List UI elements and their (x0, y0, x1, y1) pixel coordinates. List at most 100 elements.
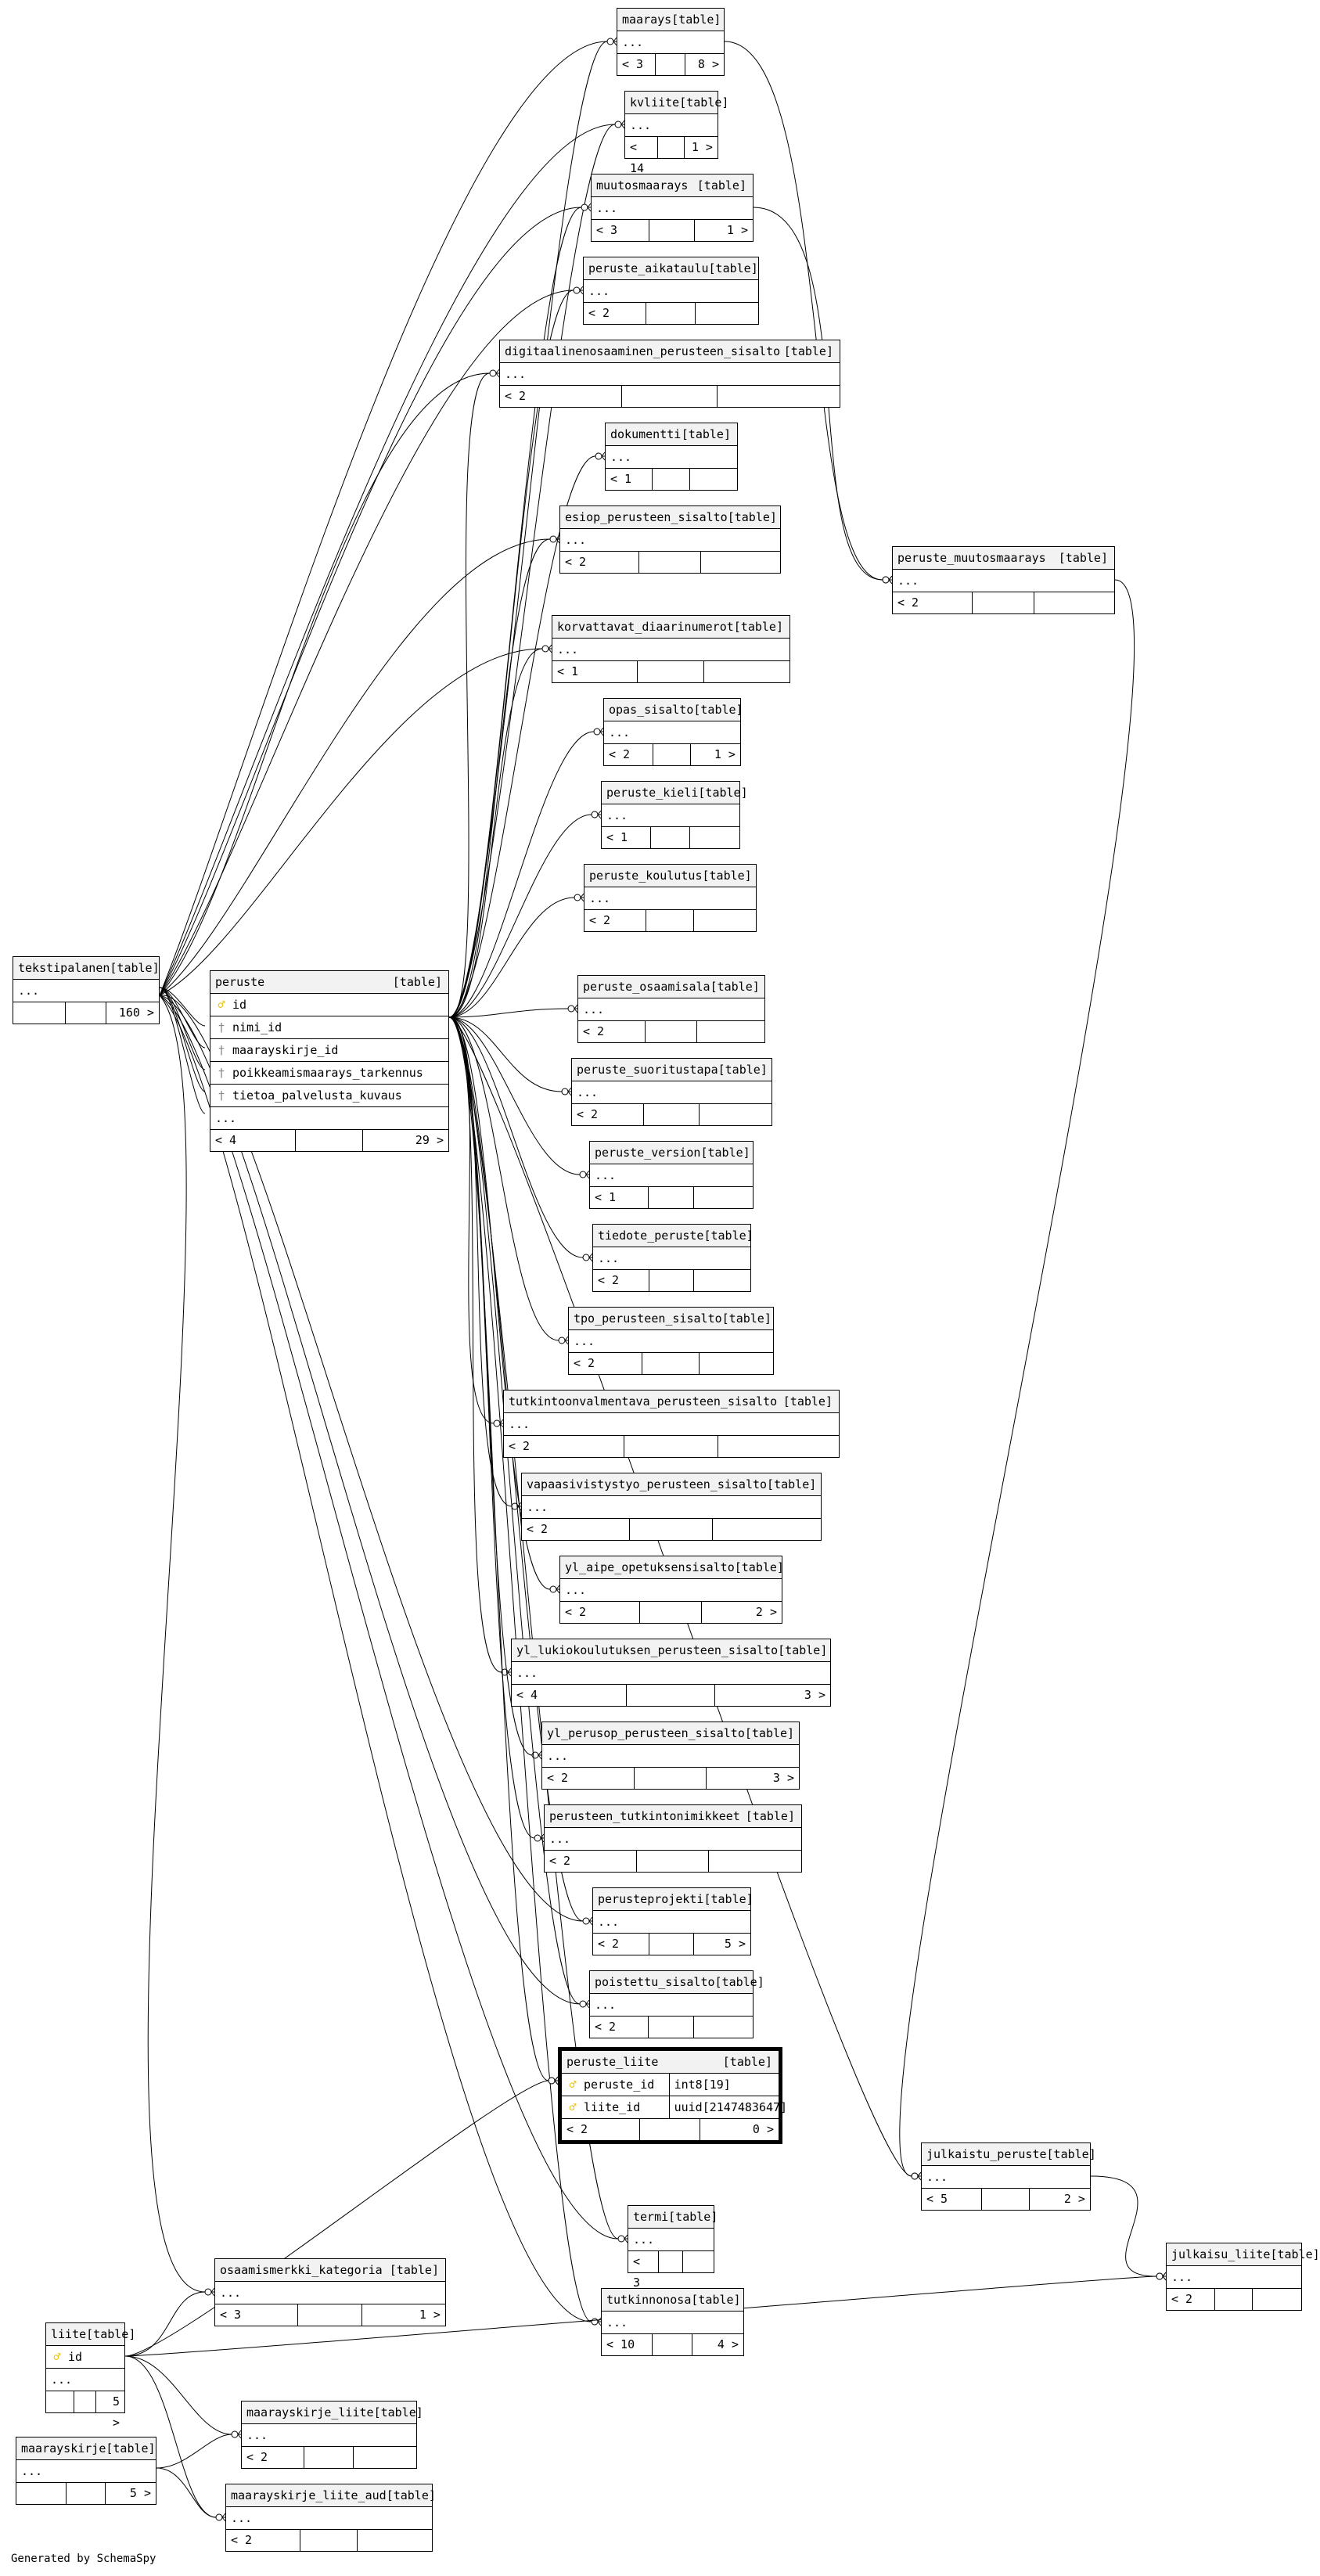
more-columns[interactable]: ... (13, 980, 159, 1002)
child-count[interactable] (718, 386, 840, 407)
parent-count[interactable]: < 3 (628, 2251, 660, 2290)
parent-count[interactable]: < 14 (625, 137, 659, 175)
table-maarayskirje-liite-aud[interactable]: maarayskirje_liite_aud[table]...< 2 (225, 2484, 436, 2552)
more-columns[interactable]: ... (604, 721, 740, 744)
table-peruste-muutosmaarays[interactable]: peruste_muutosmaarays[table]...< 2 (892, 546, 1115, 614)
more-columns[interactable]: ... (584, 280, 758, 303)
child-count[interactable] (1253, 2289, 1301, 2310)
more-columns[interactable]: ... (46, 2369, 124, 2391)
parent-count[interactable]: < 2 (584, 910, 646, 931)
more-columns[interactable]: ... (560, 1579, 782, 1602)
table-peruste-version[interactable]: peruste_version[table]...< 1 (589, 1141, 754, 1209)
parent-count[interactable]: < 2 (1167, 2289, 1215, 2310)
child-count[interactable] (700, 1104, 771, 1125)
child-count[interactable]: 1 > (714, 747, 736, 761)
more-columns[interactable]: ... (572, 1081, 771, 1104)
parent-count[interactable]: < 2 (542, 1768, 635, 1789)
child-count[interactable] (718, 1436, 839, 1457)
table-tiedote-peruste[interactable]: tiedote_peruste[table]...< 2 (592, 1224, 754, 1292)
parent-count[interactable]: < 1 (606, 469, 653, 490)
parent-count[interactable]: < 2 (562, 2119, 640, 2140)
table-peruste-suoritustapa[interactable]: peruste_suoritustapa[table]...< 2 (571, 1058, 772, 1126)
child-count[interactable] (700, 1353, 773, 1374)
table-korvattavat-diaarinumerot[interactable]: korvattavat_diaarinumerot[table]...< 1 (552, 615, 790, 683)
parent-count[interactable]: < 10 (602, 2334, 653, 2355)
parent-count[interactable]: < 1 (602, 827, 652, 848)
parent-count[interactable]: < 2 (578, 1021, 646, 1042)
more-columns[interactable]: ... (593, 1911, 750, 1934)
child-count[interactable] (713, 1519, 821, 1540)
more-columns[interactable]: ... (893, 570, 1114, 592)
more-columns[interactable]: ... (625, 114, 718, 137)
parent-count[interactable]: < 2 (604, 744, 653, 765)
child-count[interactable] (694, 1187, 753, 1208)
more-columns[interactable]: ... (602, 2312, 743, 2334)
more-columns[interactable]: ... (617, 31, 724, 54)
parent-count[interactable]: < 2 (593, 1270, 650, 1291)
child-count[interactable]: 0 > (752, 2122, 774, 2136)
more-columns[interactable]: ... (593, 1247, 750, 1270)
table-termi[interactable]: termi[table]...< 3 (628, 2205, 718, 2290)
child-count[interactable] (358, 2530, 432, 2551)
child-count[interactable]: 3 > (804, 1688, 825, 1702)
child-count[interactable]: 5 > (724, 1937, 746, 1951)
parent-count[interactable]: < 4 (210, 1130, 297, 1151)
child-count[interactable] (704, 661, 789, 682)
table-liite[interactable]: liite[table]♂id...5 > (45, 2322, 135, 2430)
child-count[interactable]: 4 > (717, 2337, 739, 2351)
table-maarayskirje-liite[interactable]: maarayskirje_liite[table]...< 2 (241, 2401, 423, 2469)
parent-count[interactable]: < 2 (560, 1602, 640, 1623)
more-columns[interactable]: ... (578, 998, 764, 1021)
more-columns[interactable]: ... (16, 2460, 156, 2483)
parent-count[interactable]: < 2 (584, 303, 647, 324)
child-count[interactable] (694, 910, 756, 931)
table-peruste-koulutus[interactable]: peruste_koulutus[table]...< 2 (584, 864, 757, 932)
child-count[interactable]: 2 > (1063, 2192, 1085, 2206)
table-julkaisu-liite[interactable]: julkaisu_liite[table]...< 2 (1166, 2243, 1320, 2311)
table-maarayskirje[interactable]: maarayskirje[table]...5 > (16, 2437, 156, 2505)
parent-count[interactable]: < 4 (512, 1685, 627, 1706)
more-columns[interactable]: ... (210, 1107, 448, 1130)
more-columns[interactable]: ... (560, 529, 780, 552)
table-peruste-kieli[interactable]: peruste_kieli[table]...< 1 (601, 781, 748, 849)
more-columns[interactable]: ... (922, 2166, 1090, 2189)
parent-count[interactable]: < 2 (572, 1104, 644, 1125)
table-tekstipalanen[interactable]: tekstipalanen[table]...160 > (13, 956, 160, 1024)
child-count[interactable]: 1 > (691, 140, 713, 154)
more-columns[interactable]: ... (1167, 2266, 1301, 2289)
child-count[interactable] (709, 1851, 801, 1872)
more-columns[interactable]: ... (542, 1745, 799, 1768)
parent-count[interactable]: < 3 (592, 220, 650, 241)
parent-count[interactable]: < 5 (922, 2189, 983, 2210)
child-count[interactable]: 8 > (697, 57, 719, 71)
table-peruste-aikataulu[interactable]: peruste_aikataulu[table]...< 2 (583, 257, 759, 325)
child-count[interactable] (694, 1270, 750, 1291)
parent-count[interactable]: < 2 (593, 1934, 650, 1955)
child-count[interactable]: 2 > (755, 1605, 777, 1619)
parent-count[interactable]: < 2 (893, 592, 973, 613)
child-count[interactable]: 3 > (772, 1771, 794, 1785)
more-columns[interactable]: ... (592, 197, 753, 220)
more-columns[interactable]: ... (606, 446, 737, 469)
child-count[interactable] (696, 303, 758, 324)
table-peruste[interactable]: peruste[table]♂id†nimi_id†maarayskirje_i… (210, 970, 449, 1152)
child-count[interactable] (697, 1021, 764, 1042)
more-columns[interactable]: ... (602, 804, 739, 827)
child-count[interactable] (683, 2251, 714, 2272)
table-tpo-perusteen-sisalto[interactable]: tpo_perusteen_sisalto[table]...< 2 (568, 1307, 774, 1375)
more-columns[interactable]: ... (584, 887, 756, 910)
child-count[interactable] (690, 827, 739, 848)
parent-count[interactable] (13, 1002, 66, 1024)
child-count[interactable]: 29 > (415, 1133, 444, 1147)
child-count[interactable]: 5 > (112, 2394, 120, 2430)
parent-count[interactable]: < 2 (242, 2447, 305, 2468)
table-esiop-perusteen-sisalto[interactable]: esiop_perusteen_sisalto[table]...< 2 (559, 505, 781, 574)
more-columns[interactable]: ... (522, 1496, 821, 1519)
parent-count[interactable]: < 2 (504, 1436, 625, 1457)
